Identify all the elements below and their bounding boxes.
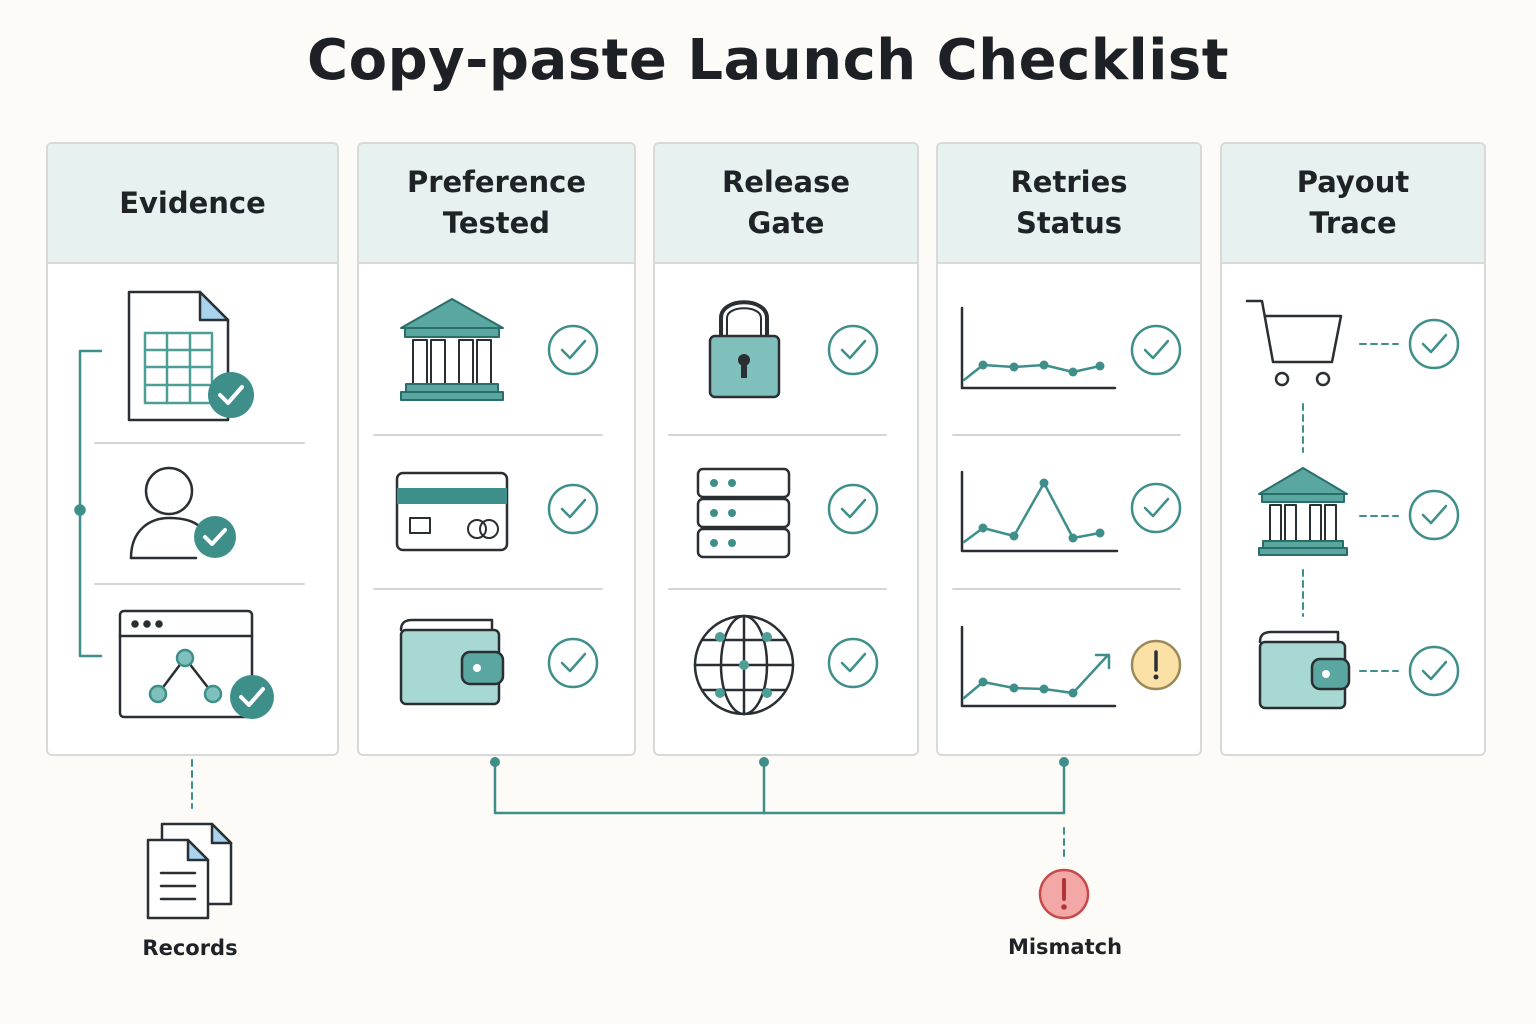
row-dividers bbox=[94, 434, 1181, 590]
check-circle-icon bbox=[1130, 482, 1182, 534]
check-badge-icon bbox=[208, 372, 254, 418]
check-badge-icon bbox=[230, 675, 274, 719]
bottom-connectors bbox=[191, 757, 1069, 861]
check-circle-icon bbox=[547, 637, 599, 689]
check-circle-icon bbox=[1408, 489, 1460, 541]
records-icon bbox=[146, 822, 233, 920]
column-heading: Preference Tested bbox=[359, 144, 634, 264]
check-circle-icon bbox=[827, 324, 879, 376]
mismatch-label: Mismatch bbox=[1007, 935, 1123, 959]
column-evidence: Evidence bbox=[46, 142, 339, 756]
error-icon bbox=[1038, 868, 1090, 920]
bank-icon bbox=[400, 298, 504, 401]
column-heading: Evidence bbox=[48, 144, 337, 264]
status-markers bbox=[547, 318, 1460, 697]
credit-card-icon bbox=[395, 471, 509, 552]
spreadsheet-document-icon bbox=[127, 290, 230, 422]
line-chart-flat-icon bbox=[960, 306, 1117, 390]
user-icon bbox=[129, 466, 202, 560]
check-circle-icon bbox=[547, 324, 599, 376]
check-circle-icon bbox=[1408, 645, 1460, 697]
line-chart-spike-icon bbox=[960, 470, 1119, 553]
wallet-icon bbox=[399, 618, 505, 706]
check-circle-icon bbox=[547, 483, 599, 535]
warning-icon bbox=[1130, 639, 1182, 691]
evidence-bracket bbox=[74, 349, 103, 658]
check-circle-icon bbox=[827, 637, 879, 689]
lock-icon bbox=[708, 300, 781, 399]
bank-icon bbox=[1258, 467, 1348, 556]
shopping-cart-icon bbox=[1245, 299, 1343, 387]
server-icon bbox=[696, 467, 791, 559]
column-heading: Release Gate bbox=[655, 144, 917, 264]
column-heading: Payout Trace bbox=[1222, 144, 1484, 264]
line-chart-rising-icon bbox=[960, 625, 1117, 708]
check-circle-icon bbox=[1130, 324, 1182, 376]
page-title: Copy-paste Launch Checklist bbox=[307, 28, 1229, 93]
check-circle-icon bbox=[1408, 318, 1460, 370]
browser-workflow-icon bbox=[118, 609, 254, 719]
globe-icon bbox=[693, 614, 795, 716]
column-heading: Retries Status bbox=[938, 144, 1200, 264]
check-badge-icon bbox=[194, 516, 236, 558]
wallet-icon bbox=[1258, 630, 1351, 710]
records-label: Records bbox=[142, 936, 238, 960]
payout-trace-connectors bbox=[1302, 343, 1399, 672]
check-circle-icon bbox=[827, 483, 879, 535]
